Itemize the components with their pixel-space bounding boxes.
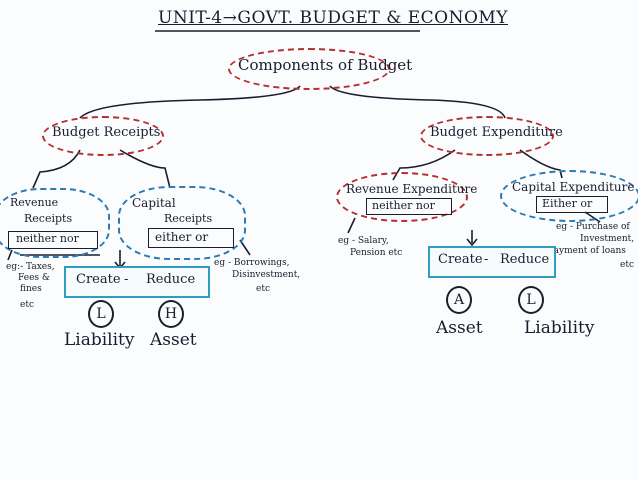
expenditure-label: Budget Expenditure [430, 125, 563, 140]
receipts-liability: Liability [64, 330, 135, 350]
expenditure-dash: - [484, 252, 489, 267]
revenue-receipts-eg-4: etc [20, 300, 34, 310]
revenue-receipts-tag-box [8, 231, 98, 249]
capital-expenditure-eg-3: Payment of loans [548, 246, 626, 256]
expenditure-asset: Asset [436, 318, 483, 338]
receipts-create: Create [76, 272, 121, 287]
revenue-receipts-line1: Revenue [10, 196, 59, 209]
expenditure-reduce: Reduce [500, 252, 550, 267]
expenditure-create-reduce-box [428, 246, 556, 278]
capital-expenditure-eg-4: etc [620, 260, 634, 270]
revenue-receipts-line2: Receipts [24, 212, 73, 225]
capital-expenditure-eg-2: Investment, [580, 234, 635, 244]
revenue-receipts-eg-1: eg:- Taxes, [6, 262, 55, 272]
capital-receipts-cloud [118, 186, 246, 260]
receipts-asset: Asset [150, 330, 197, 350]
capital-receipts-eg-2: Disinvestment, [232, 270, 301, 280]
receipts-reduce: Reduce [146, 272, 196, 287]
receipts-asset-circle: H [158, 300, 184, 328]
revenue-expenditure-eg-2: Pension etc [350, 248, 403, 258]
capital-receipts-tag: either or [155, 230, 209, 244]
receipts-label: Budget Receipts [52, 125, 161, 140]
revenue-expenditure-tag-box [366, 198, 452, 215]
expenditure-liability-circle: L [518, 286, 544, 314]
receipts-create-reduce-box [64, 266, 210, 298]
receipts-dash: - [124, 272, 129, 287]
revenue-receipts-eg-2: Fees & [18, 273, 50, 283]
revenue-receipts-tag: neither nor [16, 232, 79, 245]
expenditure-cloud [420, 116, 554, 156]
capital-expenditure-eg-1: eg - Purchase of [556, 222, 630, 232]
capital-receipts-eg-1: eg - Borrowings, [214, 258, 290, 268]
expenditure-asset-circle: A [446, 286, 472, 314]
capital-receipts-tag-box [148, 228, 234, 248]
capital-expenditure-tag-box [536, 196, 608, 213]
receipts-cloud [42, 116, 164, 156]
revenue-expenditure-line1: Revenue Expenditure [346, 182, 478, 196]
revenue-expenditure-tag: neither nor [372, 199, 435, 212]
page-title: UNIT-4→GOVT. BUDGET & ECONOMY [158, 8, 509, 28]
root-cloud [228, 48, 390, 90]
expenditure-liability: Liability [524, 318, 595, 338]
capital-expenditure-cloud [500, 170, 638, 222]
revenue-receipts-eg-3: fines [20, 284, 42, 294]
capital-expenditure-line1: Capital Expenditure [512, 180, 635, 194]
capital-receipts-line1: Capital [132, 196, 176, 210]
root-label: Components of Budget [238, 56, 413, 74]
capital-expenditure-tag: Either or [542, 197, 593, 210]
receipts-liability-circle: L [88, 300, 114, 328]
revenue-expenditure-cloud [336, 172, 468, 222]
revenue-expenditure-eg-1: eg - Salary, [338, 236, 389, 246]
capital-receipts-line2: Receipts [164, 212, 213, 225]
revenue-receipts-cloud [0, 188, 110, 258]
capital-receipts-eg-3: etc [256, 284, 270, 294]
expenditure-create: Create [438, 252, 483, 267]
